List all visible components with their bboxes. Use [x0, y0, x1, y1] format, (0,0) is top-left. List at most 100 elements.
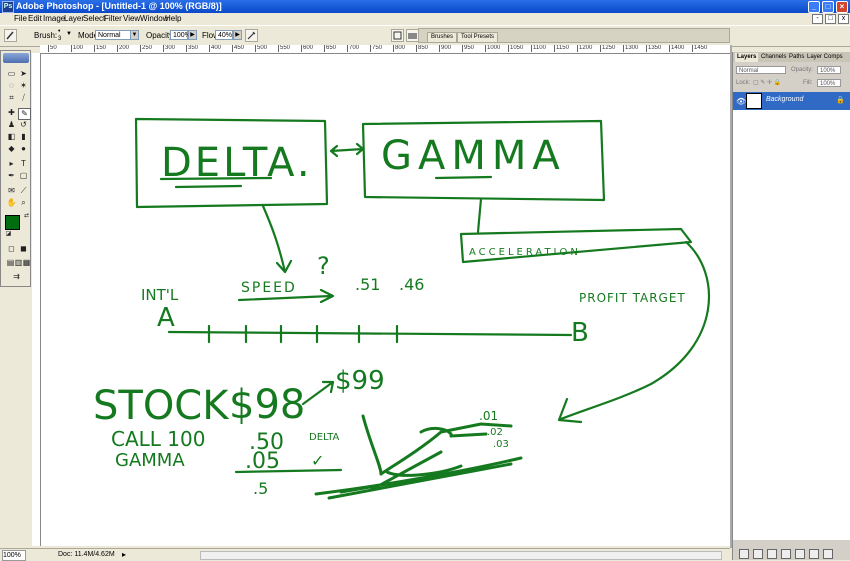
tab-paths[interactable]: Paths: [789, 54, 805, 60]
ruler-tick: 1150: [554, 45, 569, 52]
link-layers-icon[interactable]: [739, 549, 749, 559]
swap-colors-icon[interactable]: ⇄: [23, 213, 30, 219]
close-button[interactable]: ×: [836, 1, 848, 13]
ruler-tick: 400: [209, 45, 222, 52]
dodge-tool-icon[interactable]: ●: [21, 144, 26, 153]
full-screen-mode-icon[interactable]: ▦: [22, 258, 31, 267]
eye-icon[interactable]: 👁: [736, 97, 747, 106]
label-speed: SPEED: [241, 280, 297, 296]
sketch-drawing: DELTA. GAMMA ACCELERATION INT'L A SPEED …: [93, 117, 711, 500]
feather-logo-icon[interactable]: [3, 53, 29, 63]
palette-menu-icon[interactable]: [391, 29, 404, 42]
status-menu-arrow-icon[interactable]: ▸: [122, 550, 127, 559]
opacity-dropdown-icon[interactable]: ▶: [188, 30, 197, 40]
menu-layer[interactable]: Layer: [64, 14, 85, 23]
eyedropper-tool-icon[interactable]: ⟋: [20, 186, 27, 195]
canvas-horizontal-scrollbar[interactable]: [200, 551, 722, 560]
clone-stamp-tool-icon[interactable]: ♟: [7, 120, 16, 129]
lasso-tool-icon[interactable]: ◌: [9, 81, 14, 90]
menu-edit[interactable]: Edit: [28, 14, 42, 23]
lock-icons[interactable]: ▢ ✎ ✛ 🔒: [753, 80, 782, 86]
healing-brush-tool-icon[interactable]: ✚: [8, 108, 15, 117]
menu-view[interactable]: View: [123, 14, 141, 23]
menu-image[interactable]: Image: [43, 14, 66, 23]
pen-tool-icon[interactable]: ✒: [8, 171, 15, 180]
hand-tool-icon[interactable]: ✋: [6, 198, 17, 207]
document-canvas[interactable]: DELTA. GAMMA ACCELERATION INT'L A SPEED …: [41, 54, 730, 546]
label-forty-six: .46: [399, 275, 424, 294]
history-brush-tool-icon[interactable]: ↺: [20, 120, 27, 129]
flow-dropdown-icon[interactable]: ▶: [233, 30, 242, 40]
blur-tool-icon[interactable]: ◆: [8, 144, 15, 153]
fill-input[interactable]: 100%: [817, 79, 841, 87]
blend-mode-select[interactable]: Normal: [736, 66, 786, 74]
layers-bottom-toolbar: [733, 546, 850, 560]
tab-layers[interactable]: Layers: [735, 53, 759, 62]
delete-layer-icon[interactable]: [823, 549, 833, 559]
menu-file[interactable]: File: [14, 14, 27, 23]
menu-window[interactable]: Window: [140, 14, 169, 23]
brush-tool-icon[interactable]: ✎: [18, 108, 31, 120]
opacity-input[interactable]: 100%: [170, 30, 191, 40]
new-group-icon[interactable]: [795, 549, 805, 559]
photoshop-logo-icon: Ps: [2, 1, 14, 13]
crop-tool-icon[interactable]: ⌗: [9, 93, 14, 102]
type-tool-icon[interactable]: T: [21, 159, 26, 168]
adjustment-layer-icon[interactable]: [781, 549, 791, 559]
path-selection-tool-icon[interactable]: ▸: [9, 159, 14, 168]
menu-help[interactable]: Help: [165, 14, 182, 23]
airbrush-toggle-icon[interactable]: [245, 29, 258, 42]
marquee-tool-icon[interactable]: ▭: [7, 69, 16, 78]
notes-tool-icon[interactable]: ✉: [8, 186, 15, 195]
layer-style-icon[interactable]: [753, 549, 763, 559]
standard-mode-icon[interactable]: ◻: [8, 244, 15, 253]
jump-to-imageready-icon[interactable]: ⇉: [13, 272, 20, 281]
magic-wand-tool-icon[interactable]: ✶: [20, 81, 27, 90]
gradient-tool-icon[interactable]: ▮: [21, 132, 26, 141]
ruler-tick: 1300: [623, 45, 639, 52]
new-layer-icon[interactable]: [809, 549, 819, 559]
minimize-button[interactable]: _: [808, 1, 820, 13]
brush-dropdown-icon[interactable]: ▼: [66, 31, 72, 37]
tab-layer-comps[interactable]: Layer Comps: [807, 54, 843, 60]
brush-dot-icon[interactable]: •: [58, 28, 61, 35]
doc-minimize-button[interactable]: -: [812, 14, 823, 24]
mode-dropdown-icon[interactable]: ▼: [130, 30, 139, 40]
ruler-tick: 50: [48, 45, 57, 52]
move-tool-icon[interactable]: ➤: [20, 69, 27, 78]
canvas-vertical-scrollbar[interactable]: [730, 45, 732, 548]
number-line: [167, 330, 573, 337]
maximize-button[interactable]: □: [822, 1, 834, 13]
quick-mask-mode-icon[interactable]: ◼: [20, 244, 27, 253]
label-oh-two: .02: [487, 427, 503, 438]
zoom-level-field[interactable]: 100%: [2, 550, 26, 561]
top-ruler: 50 100 150 200 250 300 350 400 450 500 5…: [40, 45, 730, 54]
brush-tool-preset-icon[interactable]: [4, 29, 17, 42]
shape-tool-icon[interactable]: ▢: [19, 171, 28, 180]
sketch-labels: DELTA. GAMMA ACCELERATION INT'L A SPEED …: [93, 133, 685, 498]
doc-close-button[interactable]: x: [838, 14, 849, 24]
palette-well-tab-brushes[interactable]: Brushes: [427, 32, 458, 43]
layer-opacity-label: Opacity:: [791, 67, 814, 73]
standard-screen-mode-icon[interactable]: ▤: [6, 258, 15, 267]
zoom-tool-icon[interactable]: ⌕: [21, 198, 26, 207]
eraser-tool-icon[interactable]: ◧: [7, 132, 16, 141]
default-colors-icon[interactable]: ◪: [5, 231, 12, 237]
flow-input[interactable]: 40%: [215, 30, 233, 40]
label-fifty: .50: [249, 430, 284, 455]
layer-row-background[interactable]: 👁 Background 🔒: [733, 92, 850, 110]
menu-select[interactable]: Select: [83, 14, 106, 23]
slice-tool-icon[interactable]: ⧸: [22, 93, 25, 102]
tab-channels[interactable]: Channels: [761, 54, 787, 60]
layer-mask-icon[interactable]: [767, 549, 777, 559]
mode-select[interactable]: Normal: [95, 30, 131, 40]
foreground-color-swatch[interactable]: [5, 215, 20, 230]
palette-well-tab-tool-presets[interactable]: Tool Presets: [457, 32, 499, 43]
full-screen-menu-mode-icon[interactable]: ▥: [14, 258, 23, 267]
gamma-to-acceleration-line: [476, 197, 483, 234]
doc-restore-button[interactable]: □: [825, 14, 836, 24]
window-title: Adobe Photoshop - [Untitled-1 @ 100% (RG…: [16, 1, 222, 11]
layer-opacity-input[interactable]: 100%: [817, 66, 841, 74]
ruler-tick: 600: [301, 45, 314, 52]
menu-filter[interactable]: Filter: [104, 14, 122, 23]
